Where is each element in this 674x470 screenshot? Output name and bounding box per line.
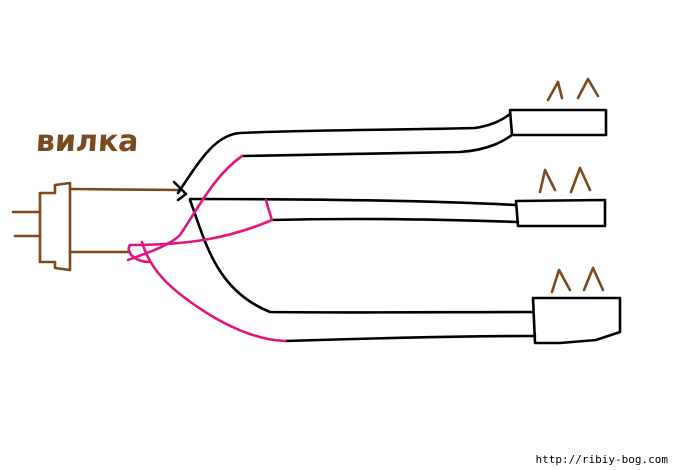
socket-icon <box>508 108 622 345</box>
plug-label: вилка <box>34 124 140 159</box>
pink-wires <box>126 154 287 343</box>
black-wires <box>172 112 537 343</box>
watermark: http://ribiy-bog.com <box>535 453 668 466</box>
flame-icon <box>538 77 605 294</box>
plug-icon <box>11 181 182 272</box>
